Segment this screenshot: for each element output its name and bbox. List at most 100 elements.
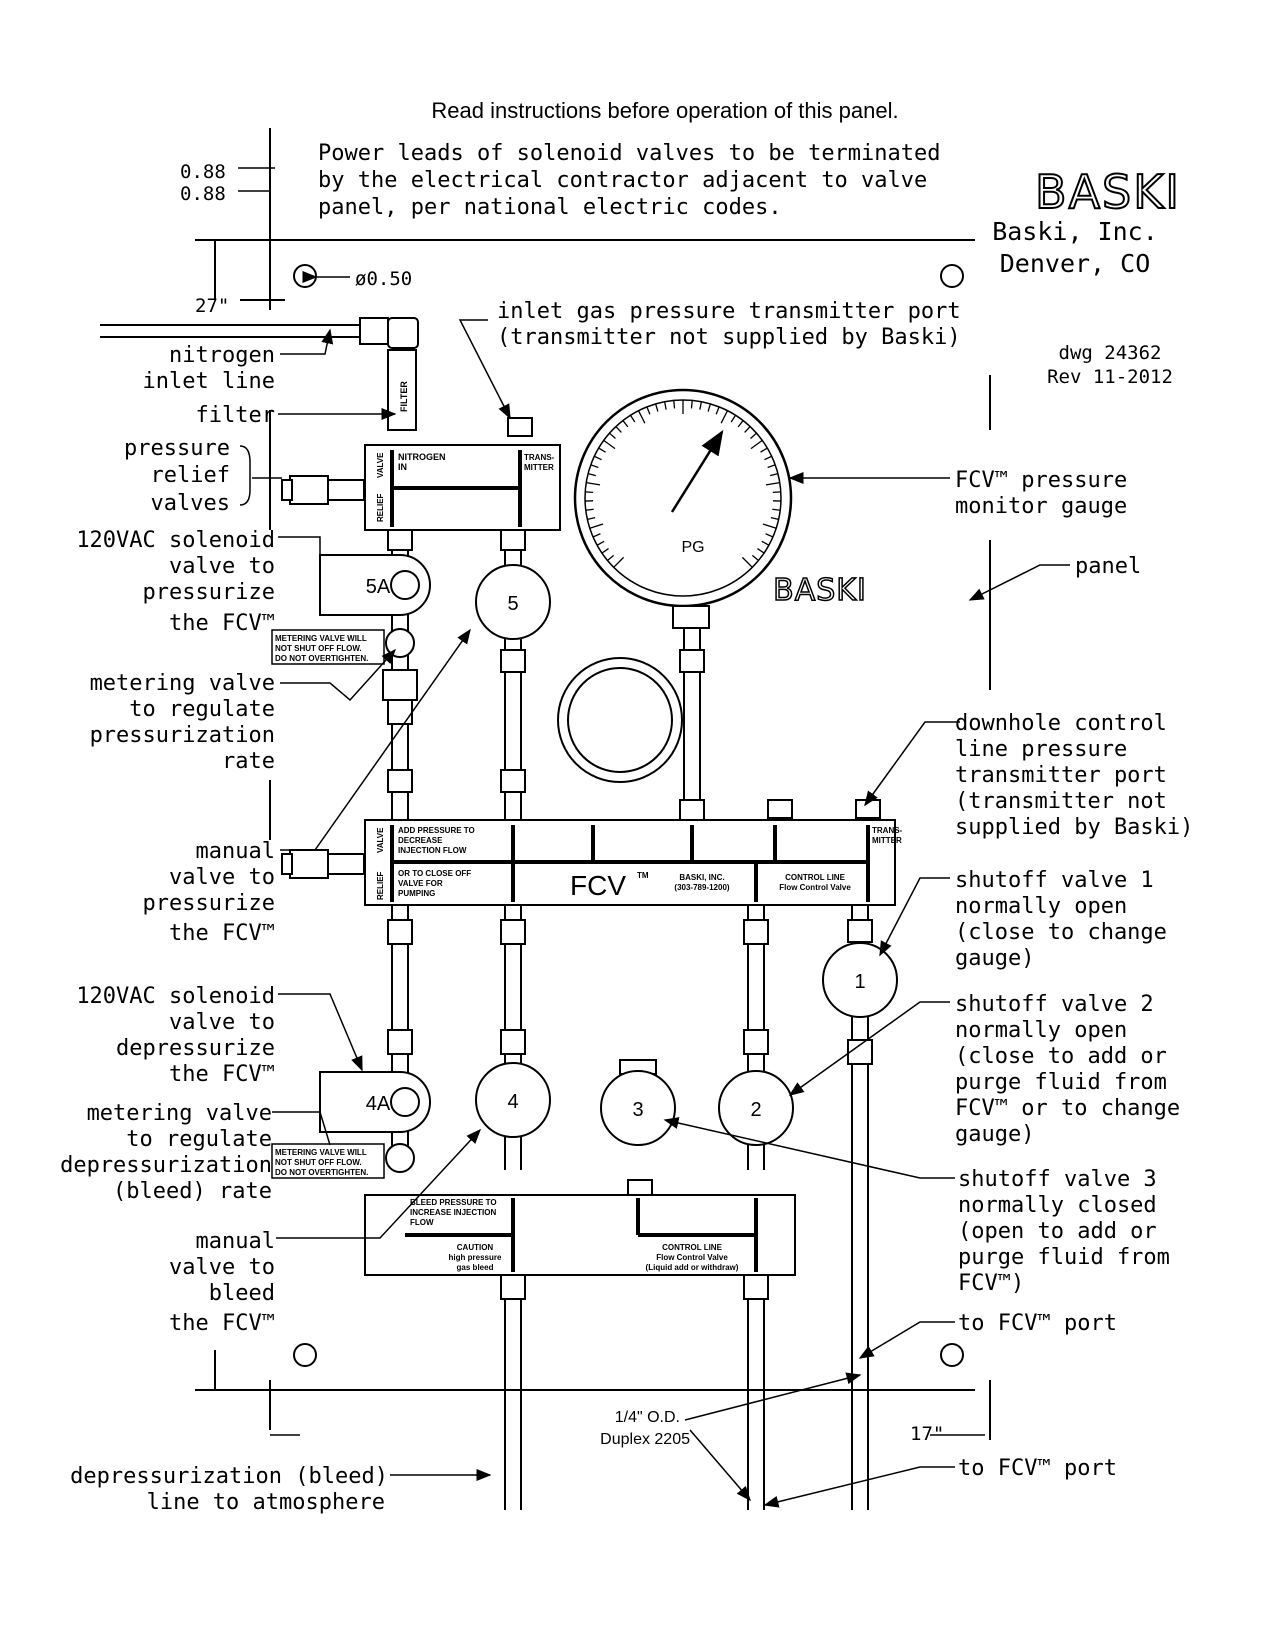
filter-tag: FILTER bbox=[399, 381, 409, 412]
label-nitrogen: nitrogen bbox=[169, 343, 275, 368]
nitrogen-elbow bbox=[359, 317, 419, 349]
gauge-tick bbox=[655, 403, 659, 412]
metering-warning-tag-lower: METERING VALVE WILL NOT SHUT OFF FLOW. D… bbox=[271, 1143, 385, 1179]
label-shutoff3-2: normally closed bbox=[958, 1193, 1157, 1218]
solenoid-valve-4a[interactable]: 4A bbox=[319, 1071, 431, 1133]
gauge-tick bbox=[629, 414, 636, 423]
pressure-gauge bbox=[573, 388, 793, 608]
note-line-2: by the electrical contractor adjacent to… bbox=[318, 168, 927, 193]
baski-logo: BASKI bbox=[1035, 165, 1181, 219]
gauge-tick bbox=[603, 439, 616, 450]
gauge-tick bbox=[592, 533, 601, 538]
gauge-tick bbox=[772, 508, 781, 511]
add-pressure-tag-3: INJECTION FLOW bbox=[398, 846, 467, 855]
label-metering-d-1: metering valve bbox=[87, 1101, 272, 1126]
label-shutoff2-1: shutoff valve 2 bbox=[955, 992, 1154, 1017]
gauge-tick bbox=[761, 540, 770, 546]
label-shutoff1-1: shutoff valve 1 bbox=[955, 868, 1154, 893]
gauge-tick bbox=[750, 432, 757, 439]
label-manual-p-1: manual bbox=[196, 839, 275, 864]
label-manual-p-2: valve to bbox=[169, 865, 275, 890]
label-solenoid-4a-2: valve to bbox=[169, 1010, 275, 1035]
metering-valve-pressurize[interactable] bbox=[385, 628, 415, 658]
close-off-tag-3: PUMPING bbox=[398, 889, 435, 898]
gauge-tick bbox=[607, 554, 615, 561]
gauge-tick bbox=[622, 420, 629, 428]
gauge-needle bbox=[670, 429, 724, 513]
label-shutoff3-5: FCV™) bbox=[958, 1271, 1024, 1296]
gauge-tick bbox=[762, 523, 777, 529]
label-manual-p-4: the FCV™ bbox=[169, 921, 275, 946]
label-shutoff2-4: purge fluid from bbox=[955, 1070, 1167, 1095]
label-solenoid-5a-1: 120VAC solenoid bbox=[76, 528, 275, 553]
label-shutoff1-2: normally open bbox=[955, 894, 1127, 919]
svg-text:DO NOT OVERTIGHTEN.: DO NOT OVERTIGHTEN. bbox=[275, 654, 368, 663]
gauge-tick bbox=[707, 403, 711, 412]
label-shutoff3-3: (open to add or bbox=[958, 1219, 1157, 1244]
company-name: Baski, Inc. bbox=[992, 217, 1158, 246]
caution-tag: CAUTION bbox=[457, 1243, 494, 1252]
dimension-leaders bbox=[238, 167, 985, 1436]
nitrogen-in-tag-2: IN bbox=[398, 462, 407, 472]
gauge-tick bbox=[765, 533, 774, 538]
bleed-tag-3: FLOW bbox=[410, 1218, 434, 1227]
instruction-heading: Read instructions before operation of th… bbox=[431, 98, 898, 123]
relief-valve-upper[interactable] bbox=[281, 475, 365, 505]
label-gauge-2: monitor gauge bbox=[955, 494, 1127, 519]
fcv-main-label: FCV bbox=[570, 870, 626, 901]
leader-lines bbox=[239, 319, 1070, 1508]
dimension-0-88-a: 0.88 bbox=[180, 161, 226, 183]
fcv-phone: (303-789-1200) bbox=[674, 883, 729, 892]
gauge-coil-inner bbox=[567, 667, 673, 773]
label-shutoff2-5: FCV™ or to change bbox=[955, 1096, 1180, 1121]
add-pressure-tag: ADD PRESSURE TO bbox=[398, 826, 475, 835]
label-solenoid-5a-3: pressurize bbox=[143, 580, 275, 605]
fcv-relief-tag: RELIEF bbox=[376, 871, 385, 900]
shutoff-valve-3[interactable]: 3 bbox=[600, 1059, 676, 1146]
gauge-tick bbox=[741, 556, 753, 568]
gauge-tick bbox=[596, 540, 605, 546]
note-line-3: panel, per national electric codes. bbox=[318, 195, 782, 220]
label-downhole-1: downhole control bbox=[955, 711, 1167, 736]
metering-valve-depressurize[interactable] bbox=[385, 1143, 415, 1173]
gauge-tick bbox=[757, 548, 765, 554]
top-transmitter-tag-2: MITTER bbox=[524, 463, 554, 472]
label-inlet-port-2: (transmitter not supplied by Baski) bbox=[497, 325, 961, 350]
label-shutoff2-2: normally open bbox=[955, 1018, 1127, 1043]
gauge-ticks bbox=[585, 400, 781, 568]
gauge-tick bbox=[770, 516, 779, 521]
gauge-tick bbox=[772, 491, 781, 493]
gauge-tick bbox=[673, 400, 676, 409]
solenoid-valve-5a[interactable]: 5A bbox=[319, 554, 431, 616]
manual-valve-5[interactable]: 5 bbox=[475, 564, 551, 640]
gauge-tick bbox=[730, 414, 737, 423]
gauge-tick bbox=[767, 464, 776, 469]
panel-baski-logo: BASKI bbox=[773, 573, 867, 608]
top-valve-tag: VALVE bbox=[376, 452, 385, 478]
relief-valve-lower[interactable] bbox=[281, 849, 365, 879]
gauge-tick bbox=[751, 554, 759, 561]
gauge-label: PG bbox=[681, 539, 704, 556]
shutoff-valve-1[interactable]: 1 bbox=[822, 942, 898, 1018]
valve-5a-tag: 5A bbox=[366, 576, 391, 598]
gauge-tick bbox=[750, 439, 763, 450]
label-bleed-line-1: depressurization (bleed) bbox=[70, 1464, 388, 1489]
gauge-tick bbox=[764, 455, 772, 461]
svg-text:4: 4 bbox=[507, 1091, 518, 1113]
label-shutoff2-3: (close to add or bbox=[955, 1044, 1167, 1069]
gauge-tick bbox=[760, 447, 768, 453]
fcv-manifold-channels bbox=[390, 825, 870, 902]
fcv-transmitter-tag: TRANS- bbox=[872, 826, 903, 835]
svg-text:METERING VALVE WILL: METERING VALVE WILL bbox=[275, 1148, 367, 1157]
close-off-tag-2: VALVE FOR bbox=[398, 879, 443, 888]
drawing-revision: Rev 11-2012 bbox=[1047, 366, 1173, 388]
label-metering-p-2: to regulate bbox=[129, 697, 275, 722]
svg-text:NOT SHUT OFF FLOW.: NOT SHUT OFF FLOW. bbox=[275, 1158, 362, 1167]
label-manual-p-3: pressurize bbox=[143, 891, 275, 916]
label-downhole-3: transmitter port bbox=[955, 763, 1167, 788]
tubing-size: 1/4" O.D. bbox=[615, 1409, 680, 1426]
manual-valve-4[interactable]: 4 bbox=[475, 1062, 551, 1138]
gauge-tick bbox=[770, 472, 779, 477]
shutoff-valve-2[interactable]: 2 bbox=[718, 1070, 794, 1146]
top-relief-tag: RELIEF bbox=[376, 493, 385, 522]
